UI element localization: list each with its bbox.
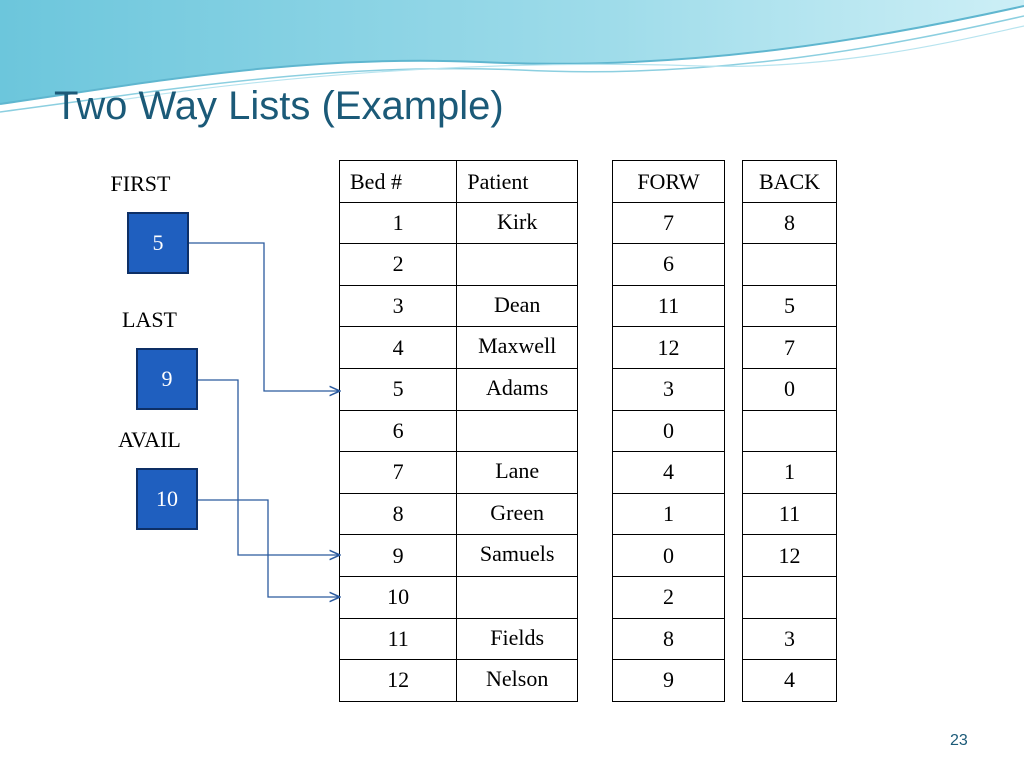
table-row: 3 (742, 617, 837, 661)
forw-cell: 1 (612, 492, 725, 536)
back-cell: 5 (742, 284, 837, 328)
back-cell: 0 (742, 367, 837, 411)
table-row: 7 (742, 326, 837, 369)
patient-name-cell: Dean (456, 284, 578, 328)
back-cell: 7 (742, 326, 837, 369)
first-label: FIRST (84, 163, 197, 205)
table-row: 5 (742, 284, 837, 328)
table-row: 6 (338, 409, 578, 453)
avail-pointer-box: 10 (136, 468, 198, 530)
forw-cell: 12 (612, 326, 725, 369)
forw-cell: 11 (612, 284, 725, 328)
patient-name-cell: Maxwell (456, 326, 578, 369)
table-row: 12 (612, 326, 725, 369)
patient-name-cell (456, 409, 578, 453)
bed-number-cell: 7 (338, 451, 458, 494)
bed-number-cell: 12 (338, 659, 458, 702)
back-cell: 12 (742, 534, 837, 577)
patient-name-cell: Samuels (456, 534, 578, 577)
last-pointer-box: 9 (136, 348, 198, 410)
table-row: 8 (612, 617, 725, 661)
patient-table-header: Bed #Patient (338, 160, 578, 203)
table-row: 11 (742, 492, 837, 536)
table-row: 4 (612, 451, 725, 494)
patient-name-cell: Nelson (456, 659, 578, 702)
last-arrow (198, 379, 340, 555)
table-row: 11 (612, 284, 725, 328)
forw-cell: 9 (612, 659, 725, 702)
forw-cell: 0 (612, 409, 725, 453)
forw-header: FORW (612, 160, 725, 203)
avail-arrow (198, 499, 340, 597)
patient-name-cell: Adams (456, 367, 578, 411)
forw-cell: 8 (612, 617, 725, 661)
first-pointer-box: 5 (127, 212, 189, 274)
table-row: 6 (612, 243, 725, 286)
bed-number-header: Bed # (338, 160, 458, 203)
back-cell: 4 (742, 659, 837, 702)
forw-cell: 6 (612, 243, 725, 286)
patient-name-cell (456, 575, 578, 619)
forw-cell: 4 (612, 451, 725, 494)
patient-name-header: Patient (456, 160, 578, 203)
table-row: 0 (612, 409, 725, 453)
bed-number-cell: 2 (338, 243, 458, 286)
bed-number-cell: 6 (338, 409, 458, 453)
table-row: 10 (338, 575, 578, 619)
table-row: 12 (742, 534, 837, 577)
table-row: 0 (742, 367, 837, 411)
first-arrow (189, 242, 340, 391)
bed-number-cell: 10 (338, 575, 458, 619)
table-row: 4 (742, 659, 837, 702)
patient-name-cell: Lane (456, 451, 578, 494)
slide-title: Two Way Lists (Example) (54, 84, 504, 128)
bed-number-cell: 5 (338, 367, 458, 411)
forw-header-row: FORW (612, 160, 725, 203)
back-cell: 11 (742, 492, 837, 536)
last-label: LAST (93, 299, 206, 341)
avail-label: AVAIL (93, 419, 206, 461)
back-cell: 3 (742, 617, 837, 661)
table-row: 9 (612, 659, 725, 702)
table-row: 1 (612, 492, 725, 536)
header-wave-decoration (0, 0, 1024, 113)
bed-number-cell: 1 (338, 201, 458, 245)
page-number: 23 (950, 732, 968, 749)
